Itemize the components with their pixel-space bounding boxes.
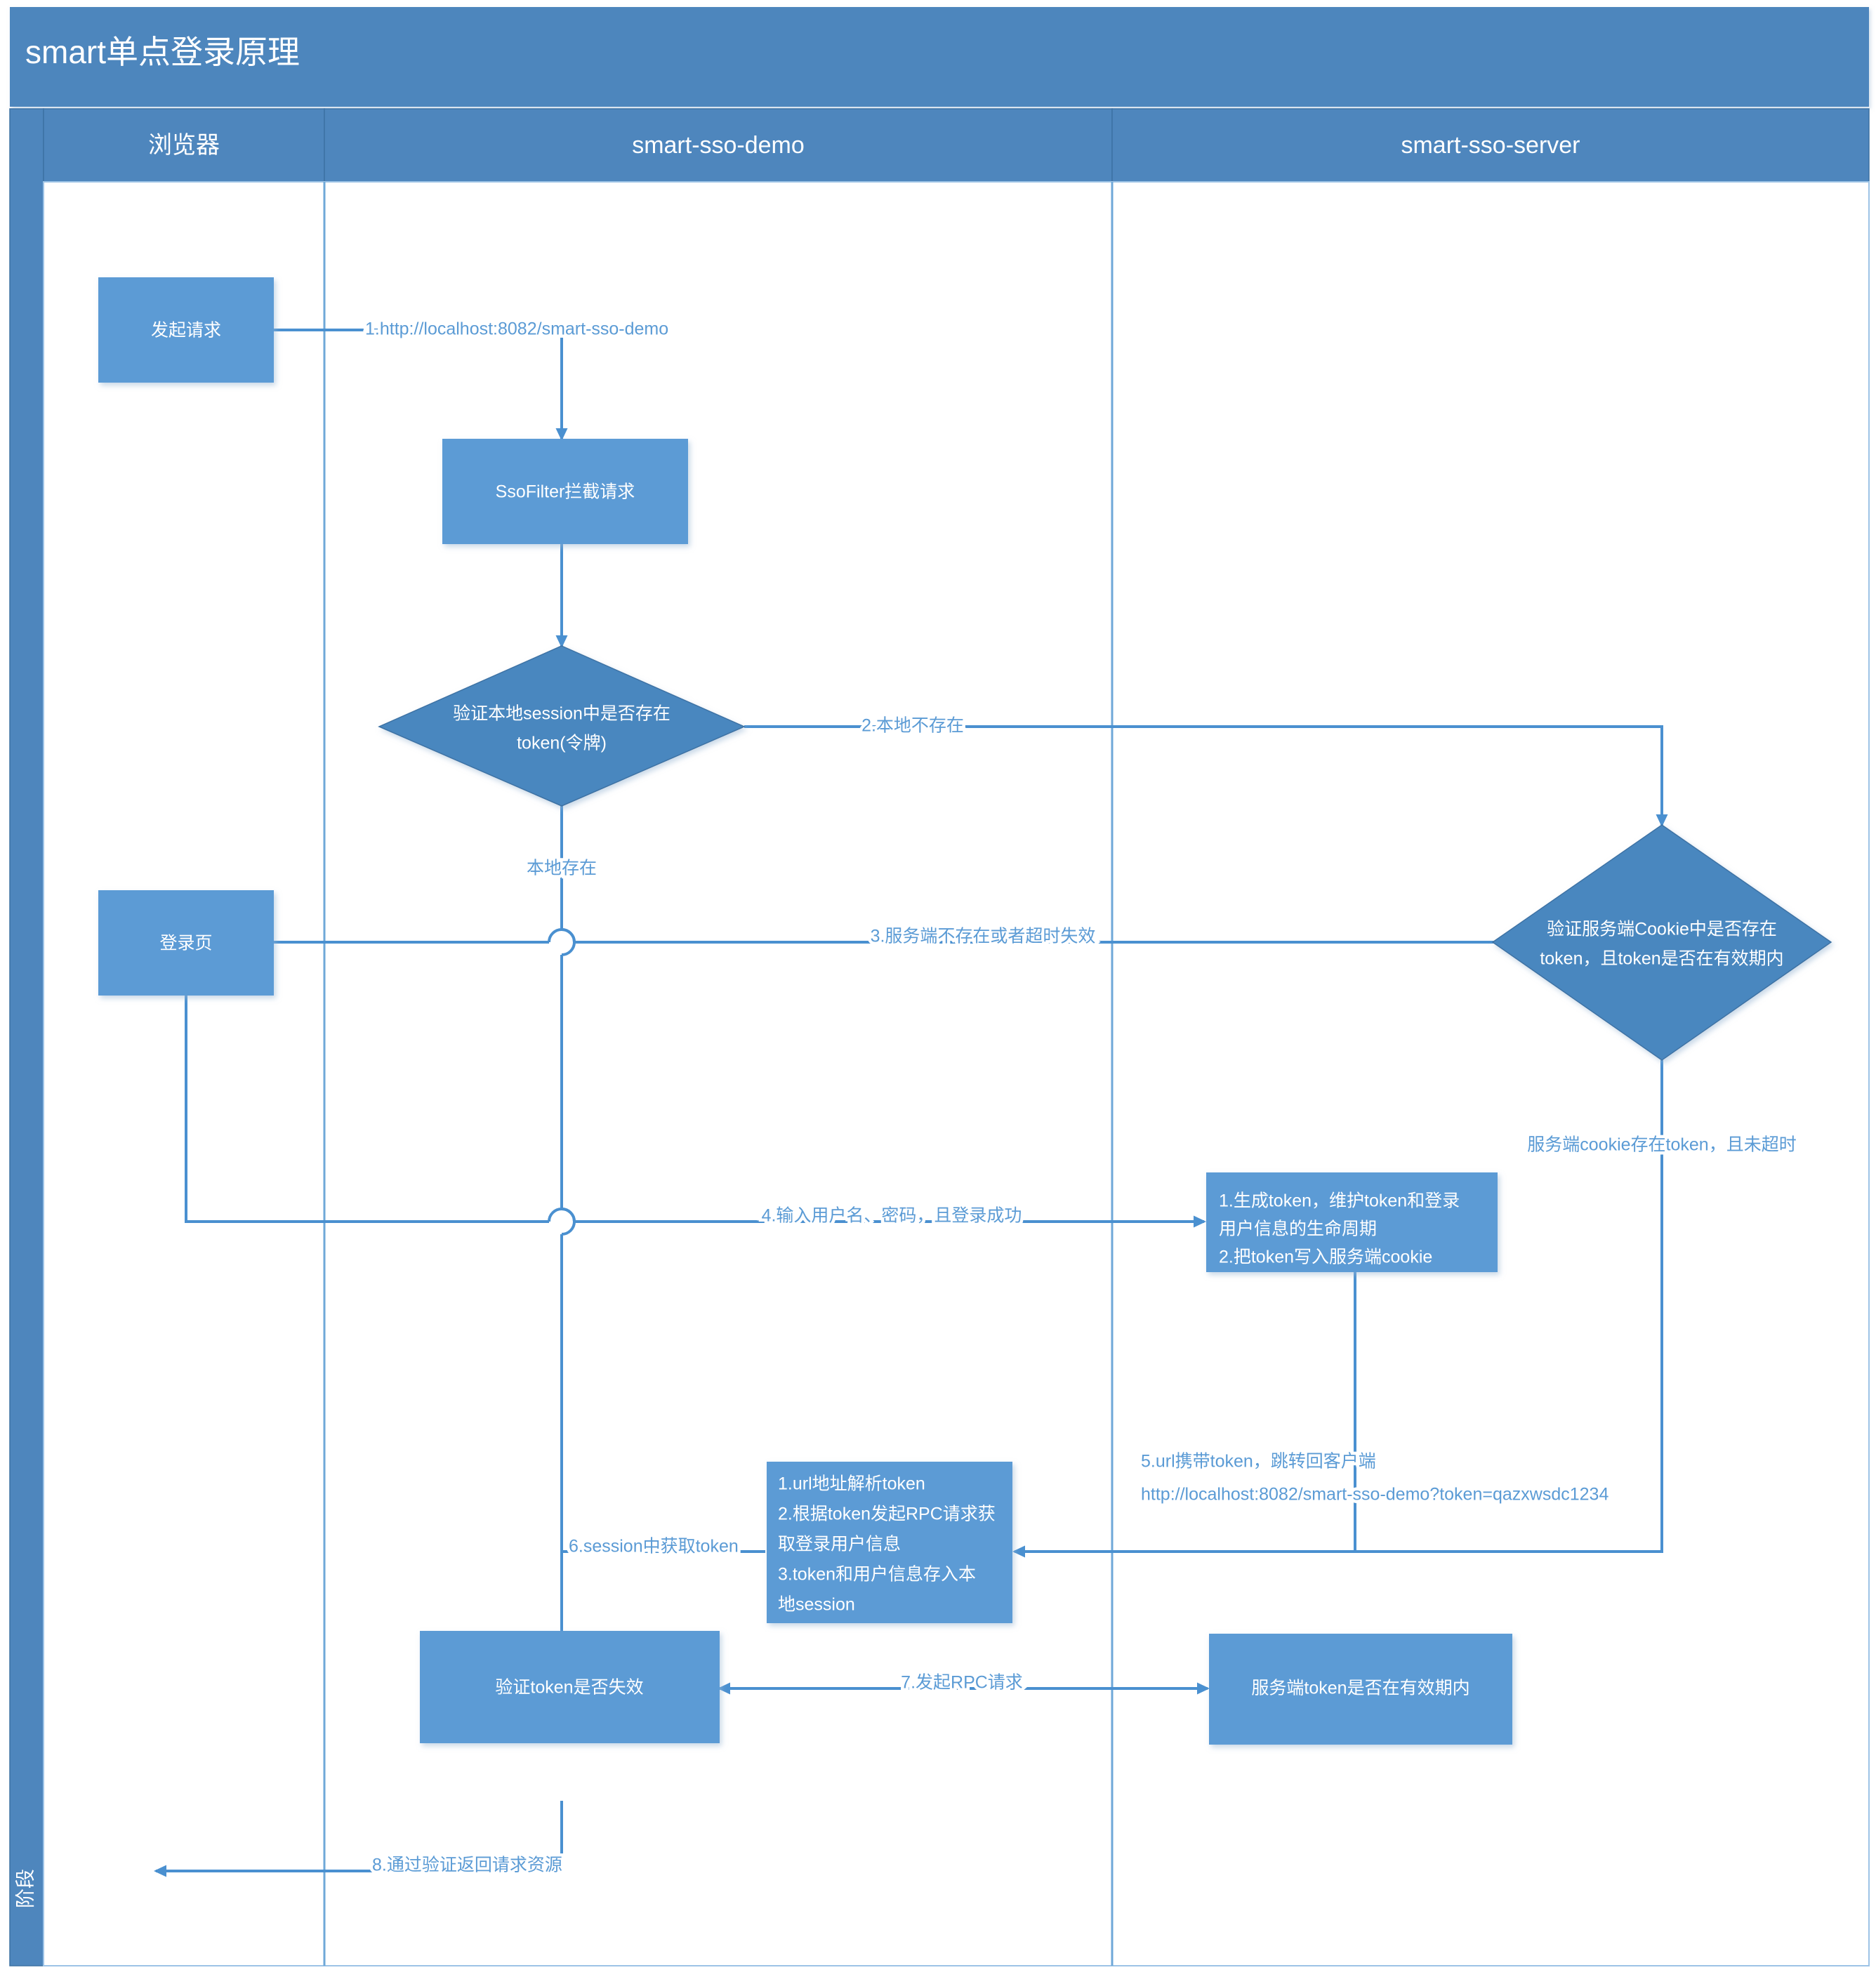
connector-login-submit-a xyxy=(185,996,549,1223)
edge-label-8-session-get-token: 6.session中获取token xyxy=(569,1537,739,1556)
edge-label-layer: 1.http://localhost:8082/smart-sso-demo 2… xyxy=(362,316,1800,1878)
node-verify-server-cookie-line2: token，且token是否在有效期内 xyxy=(1540,949,1783,969)
node-server-token-valid-label: 服务端token是否在有效期内 xyxy=(1251,1679,1469,1698)
lane-header-server: smart-sso-server xyxy=(1401,132,1580,159)
node-generate-token-line1: 1.生成token，维护token和登录 xyxy=(1219,1191,1460,1211)
node-ssofilter-intercept[interactable]: SsoFilter拦截请求 xyxy=(442,439,688,544)
node-parse-url-token-line1: 1.url地址解析token xyxy=(778,1474,925,1494)
edge-label-2-local-not-exist: 2.本地不存在 xyxy=(861,716,964,736)
node-generate-token-line2: 用户信息的生命周期 xyxy=(1219,1219,1377,1239)
connector-local-missing-to-cookie-check xyxy=(744,725,1668,827)
node-parse-url-token-line2: 2.根据token发起RPC请求获 xyxy=(778,1505,996,1524)
edge-label-6-login-success: 4.输入用户名、密码，且登录成功 xyxy=(762,1206,1022,1226)
node-login-page-label: 登录页 xyxy=(159,934,212,953)
phase-label: 阶段 xyxy=(14,1869,36,1908)
connector-cookie-valid-redirect xyxy=(1012,1060,1663,1558)
node-verify-server-cookie[interactable]: 验证服务端Cookie中是否存在 token，且token是否在有效期内 xyxy=(1491,824,1832,1061)
connector-return-resource xyxy=(154,1801,563,1877)
lane-dividers xyxy=(43,181,1870,1966)
node-verify-local-session-line1: 验证本地session中是否存在 xyxy=(453,704,671,724)
node-parse-url-token-line4: 3.token和用户信息存入本 xyxy=(778,1565,976,1585)
node-verify-token-expired-label: 验证token是否失效 xyxy=(495,1678,643,1698)
edge-label-7-redirect-url: http://localhost:8082/smart-sso-demo?tok… xyxy=(1141,1485,1609,1505)
node-parse-url-token-line5: 地session xyxy=(778,1595,855,1615)
edge-label-4-server-missing-or-timeout: 3.服务端不存在或者超时失效 xyxy=(871,927,1096,946)
connector-jump-3 xyxy=(548,928,576,943)
edge-label-3-local-exists: 本地存在 xyxy=(527,859,597,878)
node-initiate-request-label: 发起请求 xyxy=(151,321,221,340)
lane-header-browser: 浏览器 xyxy=(148,132,220,159)
edge-label-9-rpc-request: 7.发起RPC请求 xyxy=(901,1673,1023,1693)
connector-layer xyxy=(154,329,1668,1877)
edge-label-10-return-resource: 8.通过验证返回请求资源 xyxy=(372,1856,562,1875)
node-generate-token-line3: 2.把token写入服务端cookie xyxy=(1219,1248,1432,1267)
node-server-token-valid[interactable]: 服务端token是否在有效期内 xyxy=(1209,1634,1512,1745)
edge-label-7-url-carries-token: 5.url携带token，跳转回客户端 xyxy=(1141,1452,1376,1472)
node-generate-token[interactable]: 1.生成token，维护token和登录 用户信息的生命周期 2.把token写… xyxy=(1206,1172,1498,1272)
node-parse-url-token-line3: 取登录用户信息 xyxy=(778,1535,901,1554)
phase-band: 阶段 xyxy=(9,108,44,1966)
node-verify-local-session-line2: token(令牌) xyxy=(517,734,607,753)
node-verify-local-session[interactable]: 验证本地session中是否存在 token(令牌) xyxy=(378,645,746,807)
node-verify-server-cookie-line1: 验证服务端Cookie中是否存在 xyxy=(1547,920,1777,939)
lane-header-demo: smart-sso-demo xyxy=(632,132,805,159)
diagram-title-band: smart单点登录原理 xyxy=(10,7,1869,107)
edge-label-1-request-url: 1.http://localhost:8082/smart-sso-demo xyxy=(365,319,668,339)
lane-headers: 浏览器 smart-sso-demo smart-sso-server xyxy=(43,108,1870,183)
node-ssofilter-intercept-label: SsoFilter拦截请求 xyxy=(496,482,635,502)
node-initiate-request[interactable]: 发起请求 xyxy=(98,277,274,383)
connector-jump-4 xyxy=(548,1208,576,1222)
node-verify-token-expired[interactable]: 验证token是否失效 xyxy=(420,1631,720,1743)
node-parse-url-token[interactable]: 1.url地址解析token 2.根据token发起RPC请求获 取登录用户信息… xyxy=(767,1462,1012,1623)
node-login-page[interactable]: 登录页 xyxy=(98,890,274,996)
connector-request-to-filter xyxy=(186,329,568,441)
edge-label-5-server-cookie-has-token: 服务端cookie存在token，且未超时 xyxy=(1527,1135,1796,1155)
page-title: smart单点登录原理 xyxy=(25,34,300,70)
